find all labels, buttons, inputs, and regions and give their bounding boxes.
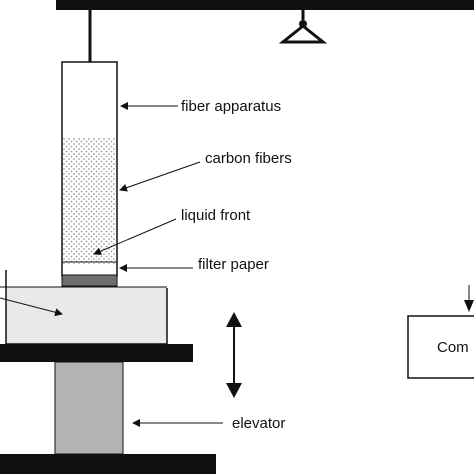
leader-liquid xyxy=(0,297,63,317)
base-plate xyxy=(0,454,216,474)
liquid xyxy=(6,287,167,344)
filter-paper xyxy=(61,274,118,287)
computer-box: Com xyxy=(407,285,474,379)
leader-carbon-fibers xyxy=(119,161,201,192)
label-fiber-apparatus: fiber apparatus xyxy=(181,98,281,115)
label-liquid-front: liquid front xyxy=(181,207,251,224)
fiber-apparatus xyxy=(61,61,118,287)
top-beam xyxy=(56,0,474,10)
vertical-motion-arrow xyxy=(226,312,242,398)
carbon-fiber-bed xyxy=(63,138,116,264)
label-computer: Com xyxy=(437,339,469,356)
leader-liquid-front xyxy=(93,218,177,255)
elevator-column xyxy=(54,361,124,455)
label-filter-paper: filter paper xyxy=(198,256,269,273)
elevator-platform xyxy=(0,344,193,362)
label-elevator: elevator xyxy=(232,415,285,432)
label-carbon-fibers: carbon fibers xyxy=(205,150,292,167)
triangle-support-icon xyxy=(278,10,328,44)
